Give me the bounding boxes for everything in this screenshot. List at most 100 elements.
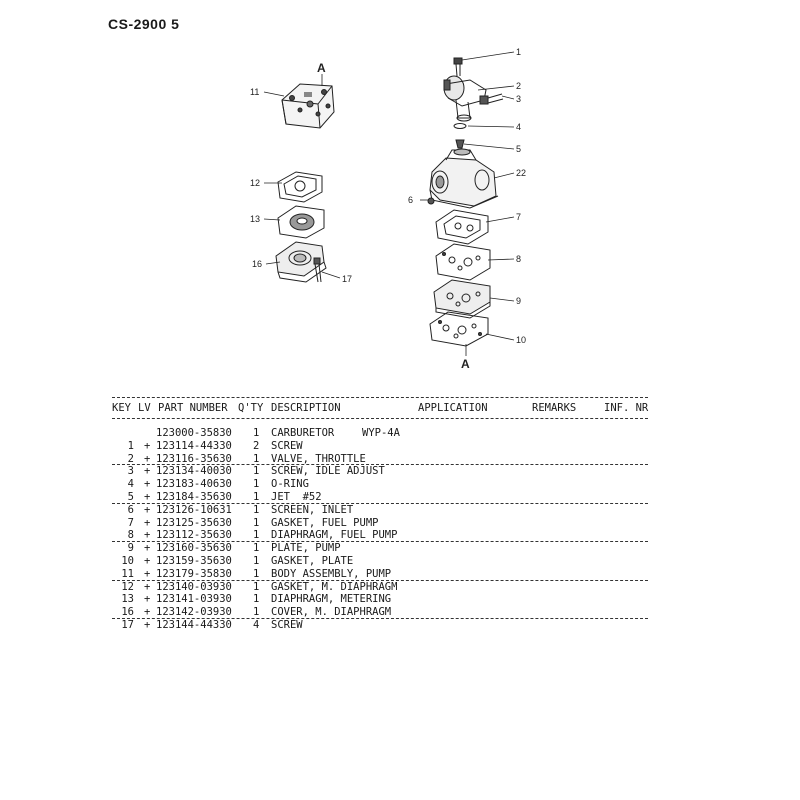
- cell-level: +: [144, 580, 151, 593]
- page-title: CS-2900 5: [108, 16, 180, 32]
- cell-quantity: 1: [253, 529, 260, 542]
- callout-label: 17: [342, 274, 352, 284]
- cell-quantity: 1: [253, 606, 260, 619]
- cell-description: SCREEN, INLET: [271, 503, 354, 516]
- cell-description: SCREW: [271, 439, 303, 452]
- cell-part-number: 123144-44330: [156, 618, 232, 631]
- cell-key: 5: [127, 490, 134, 503]
- cell-description: GASKET, FUEL PUMP: [271, 516, 379, 529]
- cell-quantity: 1: [253, 427, 260, 439]
- cell-part-number: 123134-40030: [156, 465, 232, 478]
- cell-quantity: 2: [253, 439, 260, 452]
- cell-key: 12: [121, 580, 134, 593]
- cell-part-number: 123112-35630: [156, 529, 232, 542]
- part-11-pump-body: [281, 83, 335, 129]
- callout-label: 1: [516, 47, 521, 57]
- alignment-marker: A: [317, 61, 326, 75]
- part-10-gasket: [429, 311, 489, 347]
- cell-key: 10: [121, 554, 134, 567]
- header-description: DESCRIPTION: [271, 402, 341, 414]
- table-row: 17 +123144-44330 4 SCREW: [112, 619, 648, 632]
- cell-quantity: 1: [253, 503, 260, 516]
- callout-label: 9: [516, 296, 521, 306]
- header-inf-nr: INF. NR: [604, 402, 649, 414]
- cell-key: 6: [127, 503, 134, 516]
- header-key: KEY: [112, 402, 131, 414]
- header-remarks: REMARKS: [532, 402, 577, 414]
- cell-part-number: 123160-35630: [156, 542, 232, 555]
- part-1-screw: [453, 57, 463, 77]
- cell-quantity: 1: [253, 516, 260, 529]
- cell-part-number: 123126-10631: [156, 503, 232, 516]
- cell-level: +: [144, 465, 151, 478]
- cell-quantity: 1: [253, 567, 260, 580]
- cell-part-number: 123142-03930: [156, 606, 232, 619]
- cell-quantity: 1: [253, 452, 260, 465]
- part-13-diaphragm: [277, 205, 325, 239]
- part-6-inlet-screen: [427, 197, 435, 205]
- cell-quantity: 1: [253, 580, 260, 593]
- cell-description: BODY ASSEMBLY, PUMP: [271, 567, 392, 580]
- cell-key: 7: [127, 516, 134, 529]
- cell-description: JET #52: [271, 490, 322, 503]
- part-22-carburetor-body: [429, 148, 499, 209]
- cell-quantity: 1: [253, 465, 260, 478]
- cell-level: +: [144, 516, 151, 529]
- cell-level: +: [144, 478, 151, 491]
- cell-description: O-RING: [271, 478, 309, 491]
- cell-part-number: 123183-40630: [156, 478, 232, 491]
- cell-level: +: [144, 554, 151, 567]
- part-4-o-ring: [453, 123, 467, 129]
- table-row: 4 +123183-40630 1 O-RING: [112, 478, 648, 491]
- cell-part-number: 123179-35830: [156, 567, 232, 580]
- cell-key: 4: [127, 478, 134, 491]
- cell-part-number: 123000-35830: [156, 427, 232, 439]
- cell-description: DIAPHRAGM, FUEL PUMP: [271, 529, 398, 542]
- cell-quantity: 1: [253, 490, 260, 503]
- callout-label: 16: [252, 259, 262, 269]
- cell-quantity: 1: [253, 478, 260, 491]
- part-3-idle-screw: [479, 93, 504, 105]
- table-rule-top: [112, 397, 648, 398]
- part-5-jet: [455, 139, 465, 149]
- cell-level: +: [144, 606, 151, 619]
- header-lv: LV: [138, 402, 151, 414]
- part-17-screw: [313, 257, 322, 283]
- cell-part-number: 123140-03930: [156, 580, 232, 593]
- cell-key: 17: [121, 618, 134, 631]
- cell-level: +: [144, 542, 151, 555]
- cell-level: +: [144, 618, 151, 631]
- cell-level: +: [144, 529, 151, 542]
- cell-description: COVER, M. DIAPHRAGM: [271, 606, 392, 619]
- cell-part-number: 123114-44330: [156, 439, 232, 452]
- callout-label: 11: [250, 87, 259, 97]
- callout-label: 8: [516, 254, 521, 264]
- cell-quantity: 4: [253, 618, 260, 631]
- header-part-number: PART NUMBER: [158, 402, 228, 414]
- table-rule-header: [112, 418, 648, 419]
- cell-part-number: 123159-35630: [156, 554, 232, 567]
- cell-description: GASKET, PLATE: [271, 554, 354, 567]
- cell-description: GASKET, M. DIAPHRAGM: [271, 580, 398, 593]
- header-qty: Q'TY: [238, 402, 264, 414]
- part-9-plate: [433, 279, 491, 319]
- callout-label: 13: [250, 214, 260, 224]
- cell-key: 2: [127, 452, 134, 465]
- cell-quantity: 1: [253, 554, 260, 567]
- cell-description: SCREW: [271, 618, 303, 631]
- table-row: 12 +123140-03930 1 GASKET, M. DIAPHRAGM: [112, 581, 648, 594]
- cell-description: DIAPHRAGM, METERING: [271, 593, 392, 606]
- callout-label: 3: [516, 94, 521, 104]
- cell-key: 9: [127, 542, 134, 555]
- part-7-gasket: [435, 209, 489, 245]
- cell-level: +: [144, 490, 151, 503]
